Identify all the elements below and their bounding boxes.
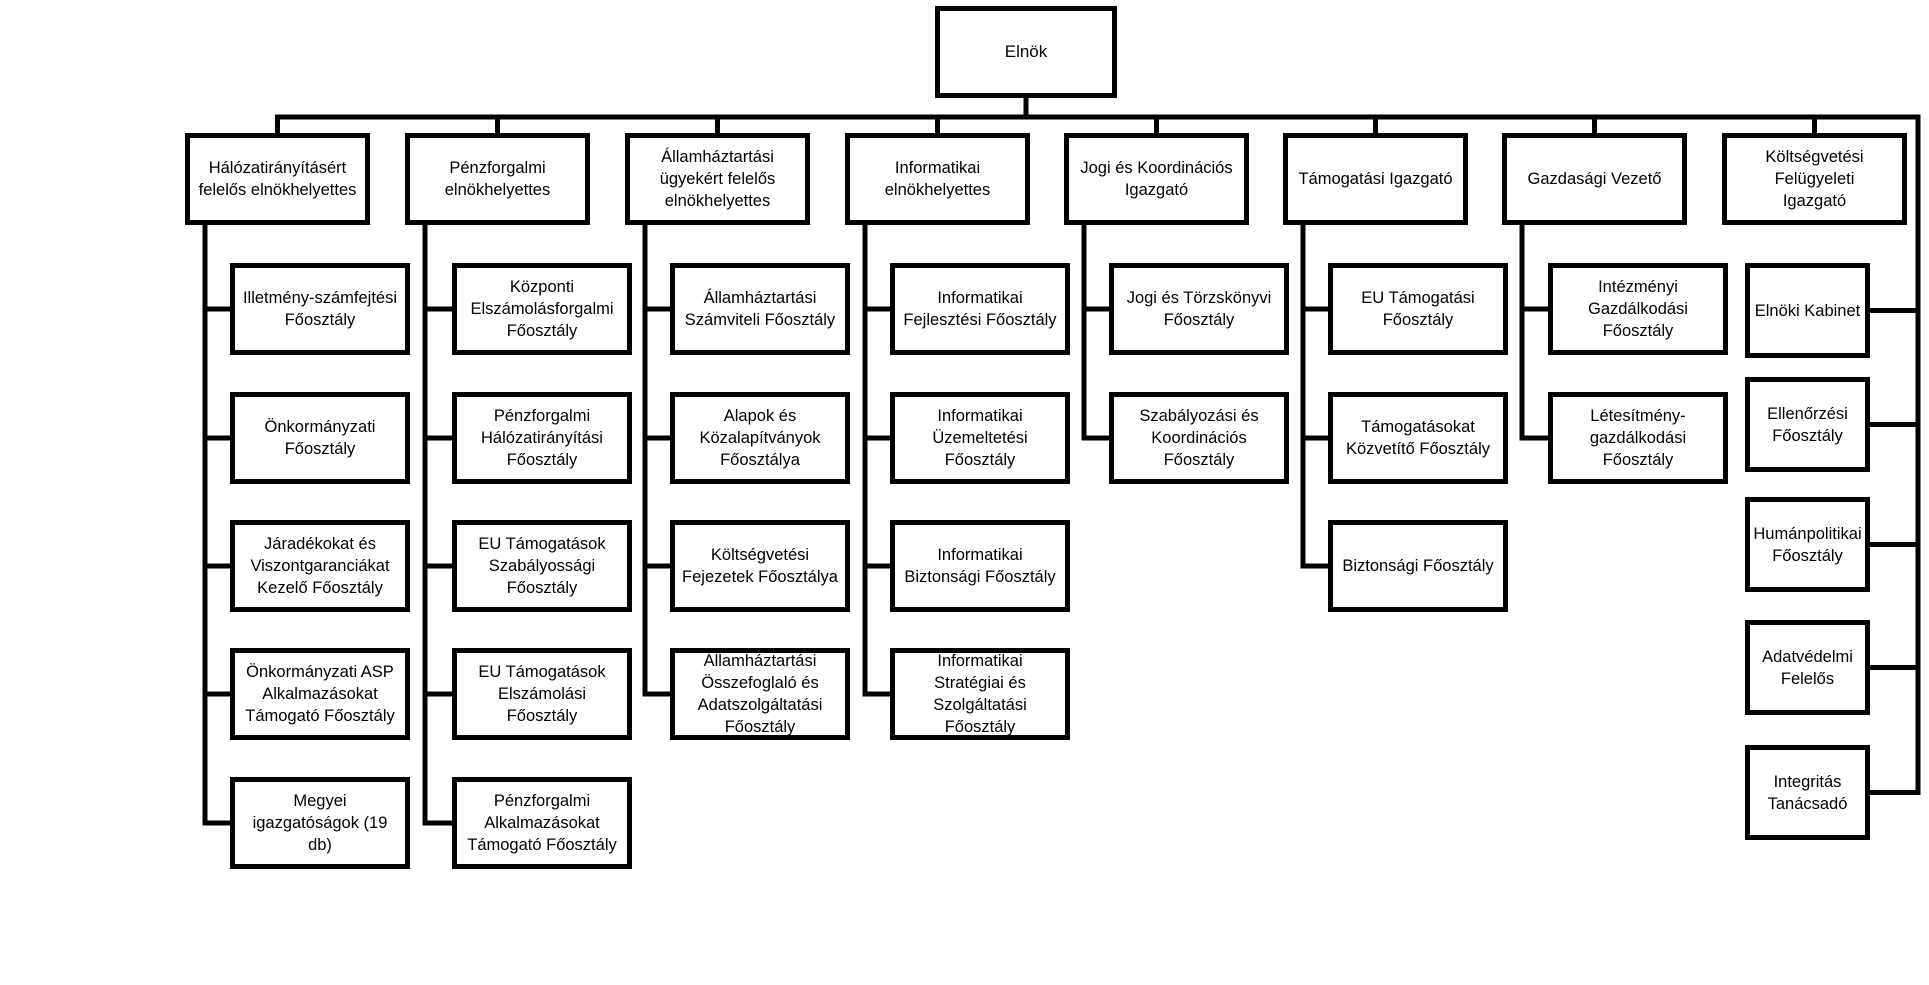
unit-box-2-3-label: EU Támogatások Szabályossági Főosztály <box>478 535 606 597</box>
head-box-3: Államháztartási ügyekért felelős elnökhe… <box>625 133 810 225</box>
unit-box-1-5-label: Megyei igazgatóságok (19 db) <box>252 792 388 854</box>
unit-box-1-2: Önkormányzati Főosztály <box>230 392 410 484</box>
head-box-6-label: Támogatási Igazgató <box>1298 170 1453 188</box>
unit-box-4-2-label: Informatikai Üzemeltetési Főosztály <box>932 407 1028 469</box>
unit-box-3-2-label: Alapok és Közalapítványok Főosztálya <box>699 407 821 469</box>
unit-box-7-1-label: Intézményi Gazdálkodási Főosztály <box>1588 278 1688 340</box>
unit-box-6-2-label: Támogatásokat Közvetítő Főosztály <box>1346 418 1490 458</box>
unit-box-5-1-label: Jogi és Törzskönyvi Főosztály <box>1126 289 1272 329</box>
staff-box-5: Integritás Tanácsadó <box>1745 745 1870 840</box>
unit-box-2-2-label: Pénzforgalmi Hálózatirányítási Főosztály <box>481 407 603 469</box>
staff-box-5-label: Integritás Tanácsadó <box>1767 772 1848 813</box>
staff-box-3: Humánpolitikai Főosztály <box>1745 497 1870 592</box>
unit-box-1-1-label: Illetmény-számfejtési Főosztály <box>242 289 398 329</box>
head-box-2-label: Pénzforgalmi elnökhelyettes <box>444 159 551 199</box>
head-box-6: Támogatási Igazgató <box>1283 133 1468 225</box>
unit-box-6-3-label: Biztonsági Főosztály <box>1342 557 1494 575</box>
unit-box-2-4-label: EU Támogatások Elszámolási Főosztály <box>478 663 606 725</box>
staff-box-2: Ellenőrzési Főosztály <box>1745 377 1870 472</box>
unit-box-4-4-label: Informatikai Stratégiai és Szolgáltatási… <box>933 652 1027 736</box>
unit-box-3-1: Államháztartási Számviteli Főosztály <box>670 263 850 355</box>
unit-box-4-3-label: Informatikai Biztonsági Főosztály <box>904 546 1056 586</box>
head-box-1-label: Hálózatirányításért felelős elnökhelyett… <box>198 159 357 199</box>
unit-box-7-2-label: Létesítmény- gazdálkodási Főosztály <box>1589 407 1687 469</box>
head-box-1: Hálózatirányításért felelős elnökhelyett… <box>185 133 370 225</box>
unit-box-2-5-label: Pénzforgalmi Alkalmazásokat Támogató Főo… <box>467 792 617 854</box>
head-box-7: Gazdasági Vezető <box>1502 133 1687 225</box>
unit-box-3-3-label: Költségvetési Fejezetek Főosztálya <box>682 546 838 586</box>
unit-box-2-1-label: Központi Elszámolásforgalmi Főosztály <box>470 278 614 340</box>
unit-box-2-3: EU Támogatások Szabályossági Főosztály <box>452 520 632 612</box>
unit-box-5-2: Szabályozási és Koordinációs Főosztály <box>1109 392 1289 484</box>
head-box-4-label: Informatikai elnökhelyettes <box>884 159 991 199</box>
unit-box-1-2-label: Önkormányzati Főosztály <box>264 418 376 458</box>
unit-box-3-4-label: Államháztartási Összefoglaló és Adatszol… <box>697 652 823 736</box>
staff-box-1-label: Elnöki Kabinet <box>1754 301 1861 320</box>
unit-box-4-1-label: Informatikai Fejlesztési Főosztály <box>903 289 1057 329</box>
head-box-2: Pénzforgalmi elnökhelyettes <box>405 133 590 225</box>
unit-box-7-1: Intézményi Gazdálkodási Főosztály <box>1548 263 1728 355</box>
unit-box-2-2: Pénzforgalmi Hálózatirányítási Főosztály <box>452 392 632 484</box>
unit-box-4-4: Informatikai Stratégiai és Szolgáltatási… <box>890 648 1070 740</box>
unit-box-3-4: Államháztartási Összefoglaló és Adatszol… <box>670 648 850 740</box>
unit-box-3-2: Alapok és Közalapítványok Főosztálya <box>670 392 850 484</box>
head-box-8-label: Költségvetési Felügyeleti Igazgató <box>1765 148 1864 210</box>
unit-box-2-4: EU Támogatások Elszámolási Főosztály <box>452 648 632 740</box>
unit-box-4-2: Informatikai Üzemeltetési Főosztály <box>890 392 1070 484</box>
unit-box-6-1: EU Támogatási Főosztály <box>1328 263 1508 355</box>
root-box-elnok: Elnök <box>935 6 1117 98</box>
head-box-8: Költségvetési Felügyeleti Igazgató <box>1722 133 1907 225</box>
root-label: Elnök <box>1004 42 1048 61</box>
unit-box-2-1: Központi Elszámolásforgalmi Főosztály <box>452 263 632 355</box>
unit-box-2-5: Pénzforgalmi Alkalmazásokat Támogató Főo… <box>452 777 632 869</box>
unit-box-6-2: Támogatásokat Közvetítő Főosztály <box>1328 392 1508 484</box>
unit-box-1-3: Járadékokat és Viszontgaranciákat Kezelő… <box>230 520 410 612</box>
head-box-4: Informatikai elnökhelyettes <box>845 133 1030 225</box>
head-box-7-label: Gazdasági Vezető <box>1527 170 1662 188</box>
unit-box-5-2-label: Szabályozási és Koordinációs Főosztály <box>1139 407 1259 469</box>
staff-box-4: Adatvédelmi Felelős <box>1745 620 1870 715</box>
unit-box-3-3: Költségvetési Fejezetek Főosztálya <box>670 520 850 612</box>
unit-box-5-1: Jogi és Törzskönyvi Főosztály <box>1109 263 1289 355</box>
unit-box-1-4: Önkormányzati ASP Alkalmazásokat Támogat… <box>230 648 410 740</box>
unit-box-4-1: Informatikai Fejlesztési Főosztály <box>890 263 1070 355</box>
staff-box-2-label: Ellenőrzési Főosztály <box>1767 404 1848 445</box>
unit-box-6-1-label: EU Támogatási Főosztály <box>1361 289 1475 329</box>
head-box-5-label: Jogi és Koordinációs Igazgató <box>1080 159 1233 199</box>
unit-box-6-3: Biztonsági Főosztály <box>1328 520 1508 612</box>
head-box-5: Jogi és Koordinációs Igazgató <box>1064 133 1249 225</box>
unit-box-4-3: Informatikai Biztonsági Főosztály <box>890 520 1070 612</box>
unit-box-7-2: Létesítmény- gazdálkodási Főosztály <box>1548 392 1728 484</box>
staff-box-1: Elnöki Kabinet <box>1745 263 1870 358</box>
unit-box-1-3-label: Járadékokat és Viszontgaranciákat Kezelő… <box>250 535 390 597</box>
unit-box-1-5: Megyei igazgatóságok (19 db) <box>230 777 410 869</box>
head-box-3-label: Államháztartási ügyekért felelős elnökhe… <box>659 148 776 210</box>
staff-box-4-label: Adatvédelmi Felelős <box>1762 647 1853 688</box>
staff-box-3-label: Humánpolitikai Főosztály <box>1753 524 1862 565</box>
unit-box-1-1: Illetmény-számfejtési Főosztály <box>230 263 410 355</box>
unit-box-1-4-label: Önkormányzati ASP Alkalmazásokat Támogat… <box>245 663 395 725</box>
unit-box-3-1-label: Államháztartási Számviteli Főosztály <box>684 289 836 329</box>
